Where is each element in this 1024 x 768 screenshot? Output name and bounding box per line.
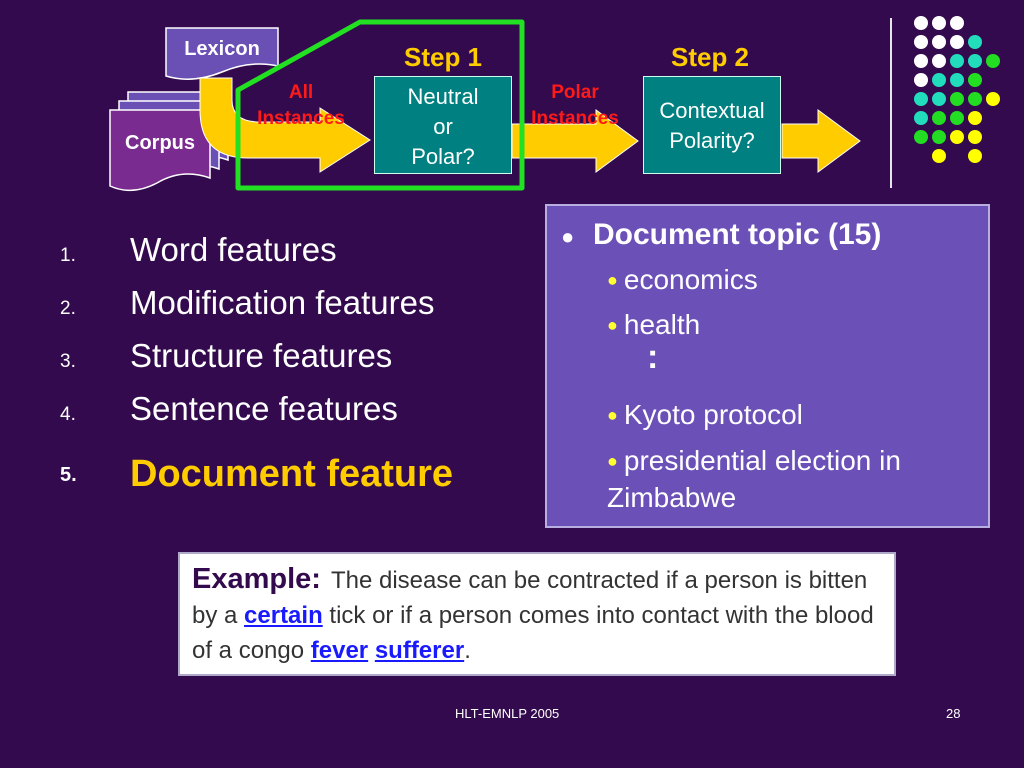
divider-line xyxy=(890,18,892,188)
example-box: Example:The disease can be contracted if… xyxy=(178,552,896,676)
topic-item: ●Kyoto protocol xyxy=(607,399,803,431)
step2-box-line1: Contextual xyxy=(659,98,765,123)
feature-text: Structure features xyxy=(130,337,393,374)
topic-item: ●health xyxy=(607,309,700,341)
bullet-icon: ● xyxy=(607,315,618,335)
topic-item-text: presidential election in xyxy=(623,445,901,476)
feature-text: Modification features xyxy=(130,284,435,321)
step1-box-line3: Polar? xyxy=(411,144,475,169)
keyword-fever: fever xyxy=(310,637,369,664)
footer-text: HLT-EMNLP 2005 xyxy=(455,706,560,721)
dot xyxy=(968,130,982,144)
dot xyxy=(932,35,946,49)
topic-item-continuation: Zimbabwe xyxy=(607,482,737,513)
example-heading: Example: xyxy=(192,563,321,595)
dot xyxy=(914,54,928,68)
dot xyxy=(932,92,946,106)
example-text-1: The disease can be contracted if a perso… xyxy=(192,567,868,629)
feature-number: 5. xyxy=(60,464,77,486)
feature-number: 4. xyxy=(60,404,76,425)
dot xyxy=(968,92,982,106)
step1-box-line2: or xyxy=(433,114,453,139)
corpus-label: Corpus xyxy=(125,132,195,154)
dot xyxy=(914,35,928,49)
dot xyxy=(968,73,982,87)
example-text-end: . xyxy=(464,637,471,664)
polar-instances-arrow xyxy=(511,109,639,173)
keyword-sufferer: sufferer xyxy=(374,637,465,664)
feature-number: 3. xyxy=(60,351,76,372)
feature-text: Document feature xyxy=(130,453,454,495)
dot xyxy=(950,92,964,106)
feature-text: Word features xyxy=(130,231,337,268)
dot xyxy=(914,73,928,87)
dot xyxy=(932,73,946,87)
dot xyxy=(950,54,964,68)
topic-item-text: Kyoto protocol xyxy=(623,399,803,430)
dot xyxy=(932,111,946,125)
step2-box-line2: Polarity? xyxy=(669,128,755,153)
dot xyxy=(950,130,964,144)
example-text-2: tick or if a person comes into contact w… xyxy=(192,602,874,664)
feature-number: 2. xyxy=(60,298,76,319)
topic-title: Document topic (15) xyxy=(593,218,882,251)
feature-number: 1. xyxy=(60,245,76,266)
polar-instances-label: Polar Instances xyxy=(531,82,619,129)
step2-label: Step 2 xyxy=(670,42,750,72)
dot xyxy=(914,111,928,125)
topic-item-text: economics xyxy=(623,264,758,295)
dot xyxy=(914,16,928,30)
lexicon-label: Lexicon xyxy=(184,38,260,60)
dot xyxy=(968,149,982,163)
step2-box: Contextual Polarity? xyxy=(643,76,781,174)
bullet-icon: ● xyxy=(607,451,618,471)
dot xyxy=(914,92,928,106)
all-instances-label: All Instances xyxy=(257,82,345,129)
flow-diagram xyxy=(109,19,861,192)
bullet-icon: ● xyxy=(607,270,618,290)
bullet-icon: ● xyxy=(561,224,575,249)
dot xyxy=(932,149,946,163)
step1-highlight-frame xyxy=(235,19,525,191)
step1-label: Step 1 xyxy=(403,42,483,72)
dot xyxy=(968,54,982,68)
output-arrow xyxy=(781,109,861,173)
topic-item-text: health xyxy=(623,309,701,340)
feature-text: Sentence features xyxy=(130,390,398,427)
dot xyxy=(986,92,1000,106)
all-instances-arrow xyxy=(199,77,371,173)
dot xyxy=(968,35,982,49)
topic-item: ●presidential election in xyxy=(607,445,901,477)
dot xyxy=(950,73,964,87)
step1-box-line1: Neutral xyxy=(407,84,479,109)
page-number: 28 xyxy=(946,706,961,721)
step1-box: Neutral or Polar? xyxy=(374,76,512,174)
lexicon-doc xyxy=(165,27,279,80)
ellipsis: : xyxy=(647,338,659,376)
dot xyxy=(932,54,946,68)
document-topic-panel: ● Document topic (15) ●economics ●health… xyxy=(545,204,990,528)
dot xyxy=(932,16,946,30)
topic-item: ●economics xyxy=(607,264,758,296)
dot xyxy=(986,54,1000,68)
dot xyxy=(968,111,982,125)
dot xyxy=(950,16,964,30)
bullet-icon: ● xyxy=(607,405,618,425)
dot xyxy=(932,130,946,144)
dot xyxy=(914,130,928,144)
dot xyxy=(950,111,964,125)
keyword-certain: certain xyxy=(244,602,323,629)
dot xyxy=(950,35,964,49)
corpus-doc-front xyxy=(109,109,211,192)
